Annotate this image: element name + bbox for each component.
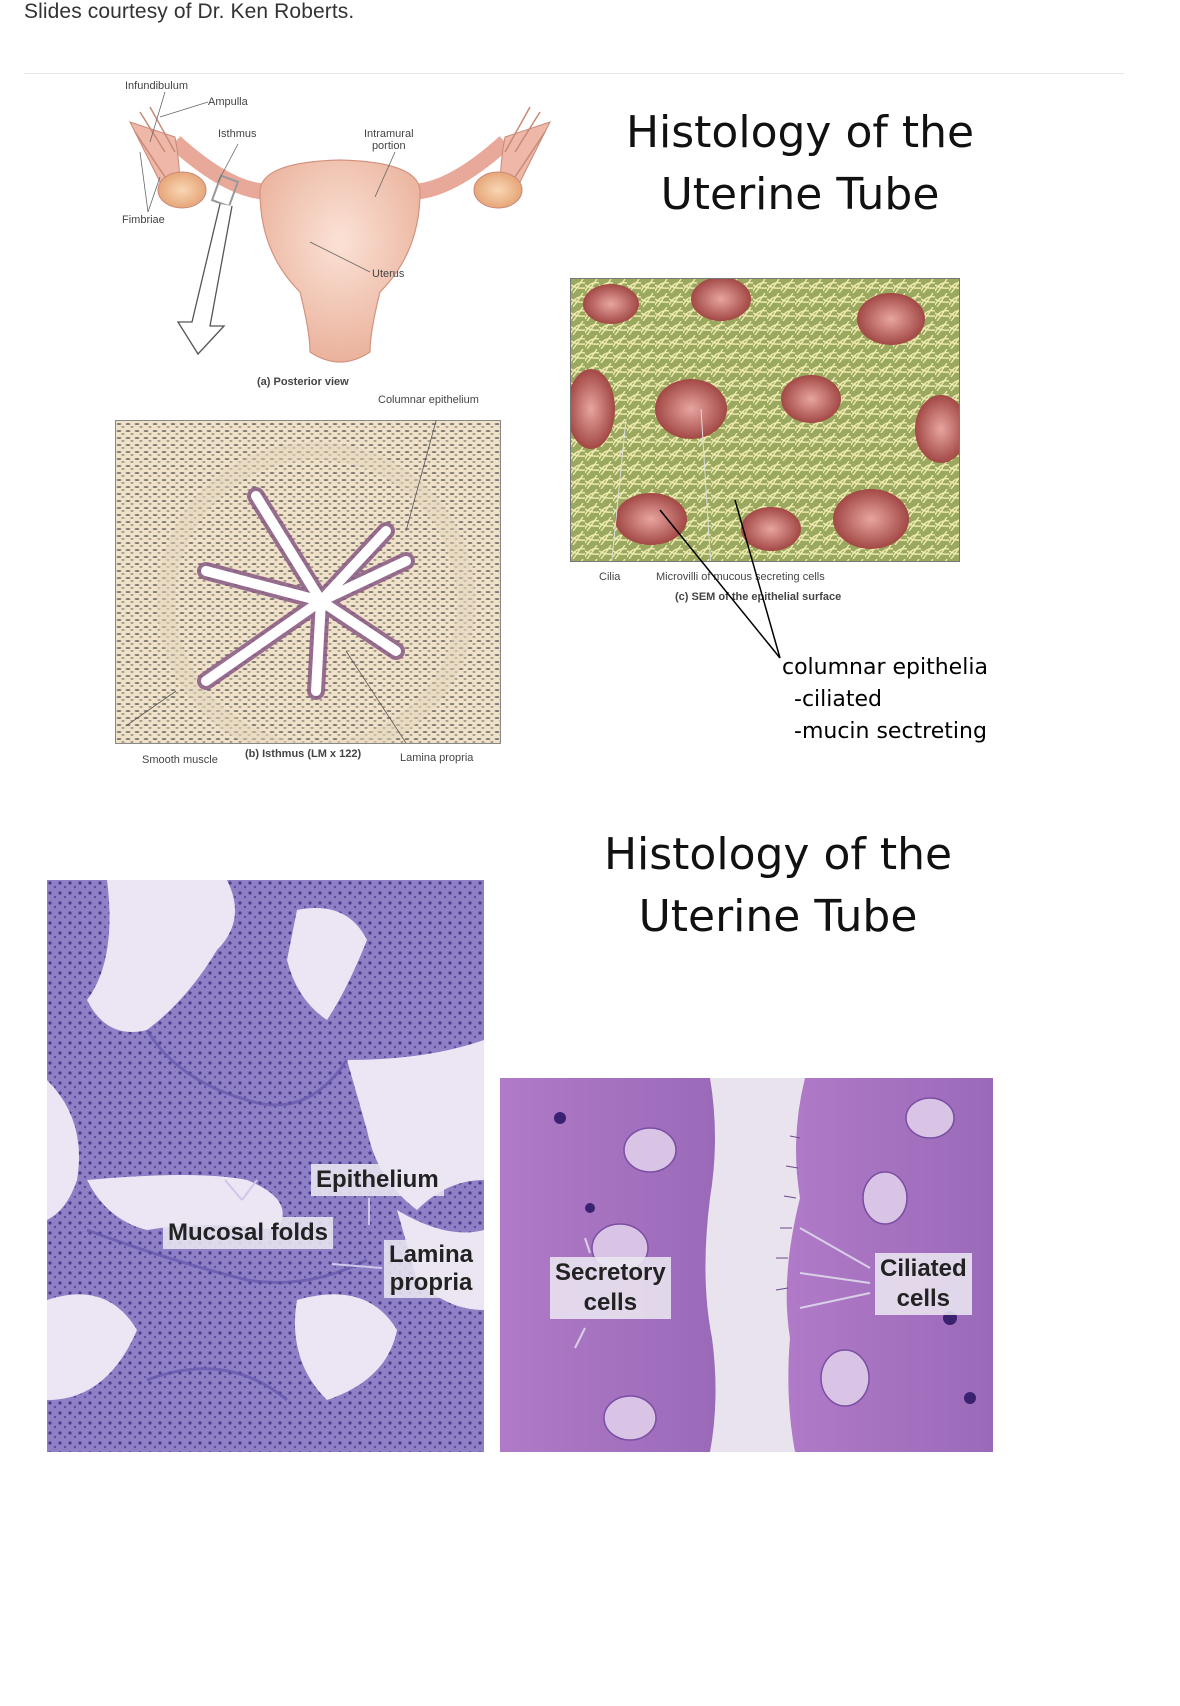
caption-a: (a) Posterior view xyxy=(257,376,349,388)
label-ciliated-1: Ciliated xyxy=(880,1255,967,1282)
divider xyxy=(24,73,1124,74)
label-secretory-cells: Secretory cells xyxy=(550,1257,671,1319)
annotation-text: columnar epithelia -ciliated -mucin sect… xyxy=(782,652,988,748)
slide1-title-line2: Uterine Tube xyxy=(660,169,940,220)
annotation-line1: columnar epithelia xyxy=(782,655,988,680)
label-mucosal-folds: Mucosal folds xyxy=(163,1217,334,1249)
label-infundibulum: Infundibulum xyxy=(125,80,188,92)
label-fimbriae: Fimbriae xyxy=(122,214,165,226)
label-uterus: Uterus xyxy=(372,268,405,280)
sem-micrograph xyxy=(570,278,960,562)
label-epithelium: Epithelium xyxy=(311,1164,444,1196)
annotation-line2: -ciliated xyxy=(794,687,882,712)
annotation-arrows xyxy=(659,499,781,659)
slide1-title-line1: Histology of the xyxy=(625,107,975,158)
label-smooth-muscle: Smooth muscle xyxy=(142,754,218,766)
label-propria: propria xyxy=(389,1269,473,1296)
label-ciliated-cells: Ciliated cells xyxy=(875,1253,972,1315)
label-secretory-2: cells xyxy=(583,1289,638,1316)
caption-c: (c) SEM of the epithelial surface xyxy=(675,591,842,603)
slide2-title-line1: Histology of the xyxy=(603,829,953,880)
label-intramural: Intramural portion xyxy=(364,128,414,152)
label-cilia: Cilia xyxy=(599,571,621,583)
label-intramural-2: portion xyxy=(371,140,406,152)
caption-b: (b) Isthmus (LM x 122) xyxy=(245,748,362,760)
label-isthmus: Isthmus xyxy=(218,128,257,140)
annotation-line3: -mucin sectreting xyxy=(794,719,987,744)
uterus-diagram xyxy=(120,82,560,422)
slide1-title: Histology of the Uterine Tube xyxy=(600,102,1000,226)
label-lamina-propria: Lamina propria xyxy=(400,752,474,764)
label-secretory-1: Secretory xyxy=(555,1259,666,1286)
label-lamina-propria-2: Lamina propria xyxy=(384,1240,479,1298)
label-microvilli: Microvilli of mucous secreting cells xyxy=(656,571,825,583)
label-ciliated-2: cells xyxy=(896,1285,951,1312)
label-columnar-epithelium: Columnar epithelium xyxy=(378,394,479,406)
slide2-title-line2: Uterine Tube xyxy=(638,891,918,942)
isthmus-micrograph xyxy=(115,420,501,744)
label-ampulla: Ampulla xyxy=(208,96,248,108)
credit-line: Slides courtesy of Dr. Ken Roberts. xyxy=(24,0,355,23)
slide2-title: Histology of the Uterine Tube xyxy=(578,824,978,948)
label-lamina: Lamina xyxy=(389,1241,474,1268)
label-intramural-1: Intramural xyxy=(364,128,414,140)
